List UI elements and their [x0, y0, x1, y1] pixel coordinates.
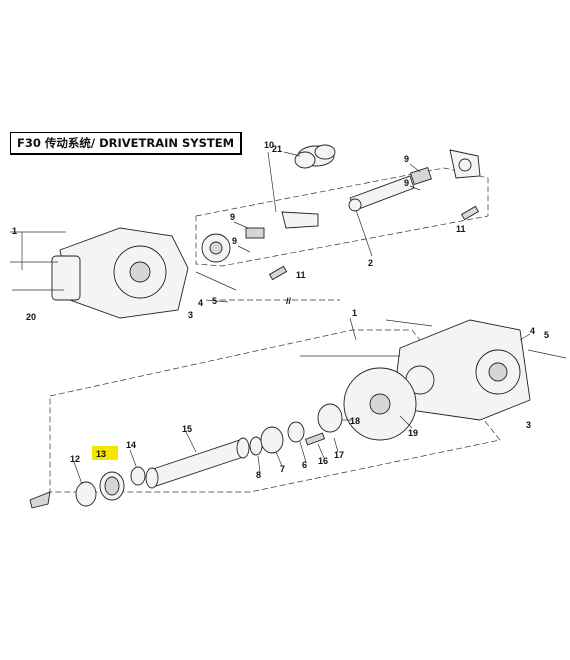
- leader-lines: [21, 151, 531, 485]
- callout-15: 15: [182, 424, 192, 434]
- callout-13-highlight: [92, 446, 118, 460]
- bolt-part: [460, 205, 480, 221]
- stud-line: [195, 271, 237, 291]
- callout-9: 9: [230, 212, 235, 222]
- callout-7: 7: [280, 464, 285, 474]
- callout-3: 3: [526, 420, 531, 430]
- callout-16: 16: [318, 456, 328, 466]
- callout-9: 9: [404, 154, 409, 164]
- washer-part: [130, 466, 146, 486]
- front-gear-housing: [51, 227, 189, 319]
- bolt-part: [268, 265, 288, 281]
- callout-17: 17: [334, 450, 344, 460]
- hub-part: [317, 403, 343, 433]
- callout-3: 3: [188, 310, 193, 320]
- callout-9: 9: [404, 178, 409, 188]
- brake-disc-part: [343, 367, 417, 441]
- boot-part: [294, 144, 336, 169]
- front-direction-arrow-icon: [29, 491, 51, 509]
- stud-line: [527, 349, 567, 359]
- ring-part: [75, 481, 97, 507]
- front-group-outline: [195, 167, 489, 267]
- callout-4: 4: [198, 298, 203, 308]
- universal-joint-part: [201, 211, 319, 263]
- bolt-part: [304, 432, 326, 446]
- callout-11: 11: [456, 224, 466, 234]
- callout-11: 11: [296, 270, 306, 280]
- callout-13: 13: [96, 449, 106, 459]
- callout-6: 6: [302, 460, 307, 470]
- diagram-title: F30 传动系统/ DRIVETRAIN SYSTEM: [10, 132, 243, 155]
- callout-8: 8: [256, 470, 261, 480]
- callout-12: 12: [70, 454, 80, 464]
- callout-9: 9: [232, 236, 237, 246]
- break-mark: //: [286, 296, 292, 306]
- callout-labels: 21 10 9 9 9 9 1 1 2 11 11 4 5 3 20 4 5 3…: [12, 140, 549, 480]
- callout-18: 18: [350, 416, 360, 426]
- rear-gear-housing: [395, 319, 531, 421]
- callout-19: 19: [408, 428, 418, 438]
- callout-2: 2: [368, 258, 373, 268]
- bolt-line: [385, 319, 433, 327]
- ring-part: [249, 436, 263, 456]
- callout-5: 5: [544, 330, 549, 340]
- callout-1: 1: [12, 226, 17, 236]
- callout-1: 1: [352, 308, 357, 318]
- output-shaft-part: [145, 437, 250, 489]
- seal-part: [287, 421, 305, 443]
- callout-5: 5: [212, 296, 217, 306]
- callout-10: 10: [264, 140, 274, 150]
- callout-4: 4: [530, 326, 535, 336]
- callout-14: 14: [126, 440, 136, 450]
- callout-20: 20: [26, 312, 36, 322]
- callout-21: 21: [272, 144, 282, 154]
- prop-shaft-part: [348, 149, 481, 212]
- bearing-part: [260, 426, 284, 454]
- diagram-title-text: F30 传动系统/ DRIVETRAIN SYSTEM: [17, 136, 235, 150]
